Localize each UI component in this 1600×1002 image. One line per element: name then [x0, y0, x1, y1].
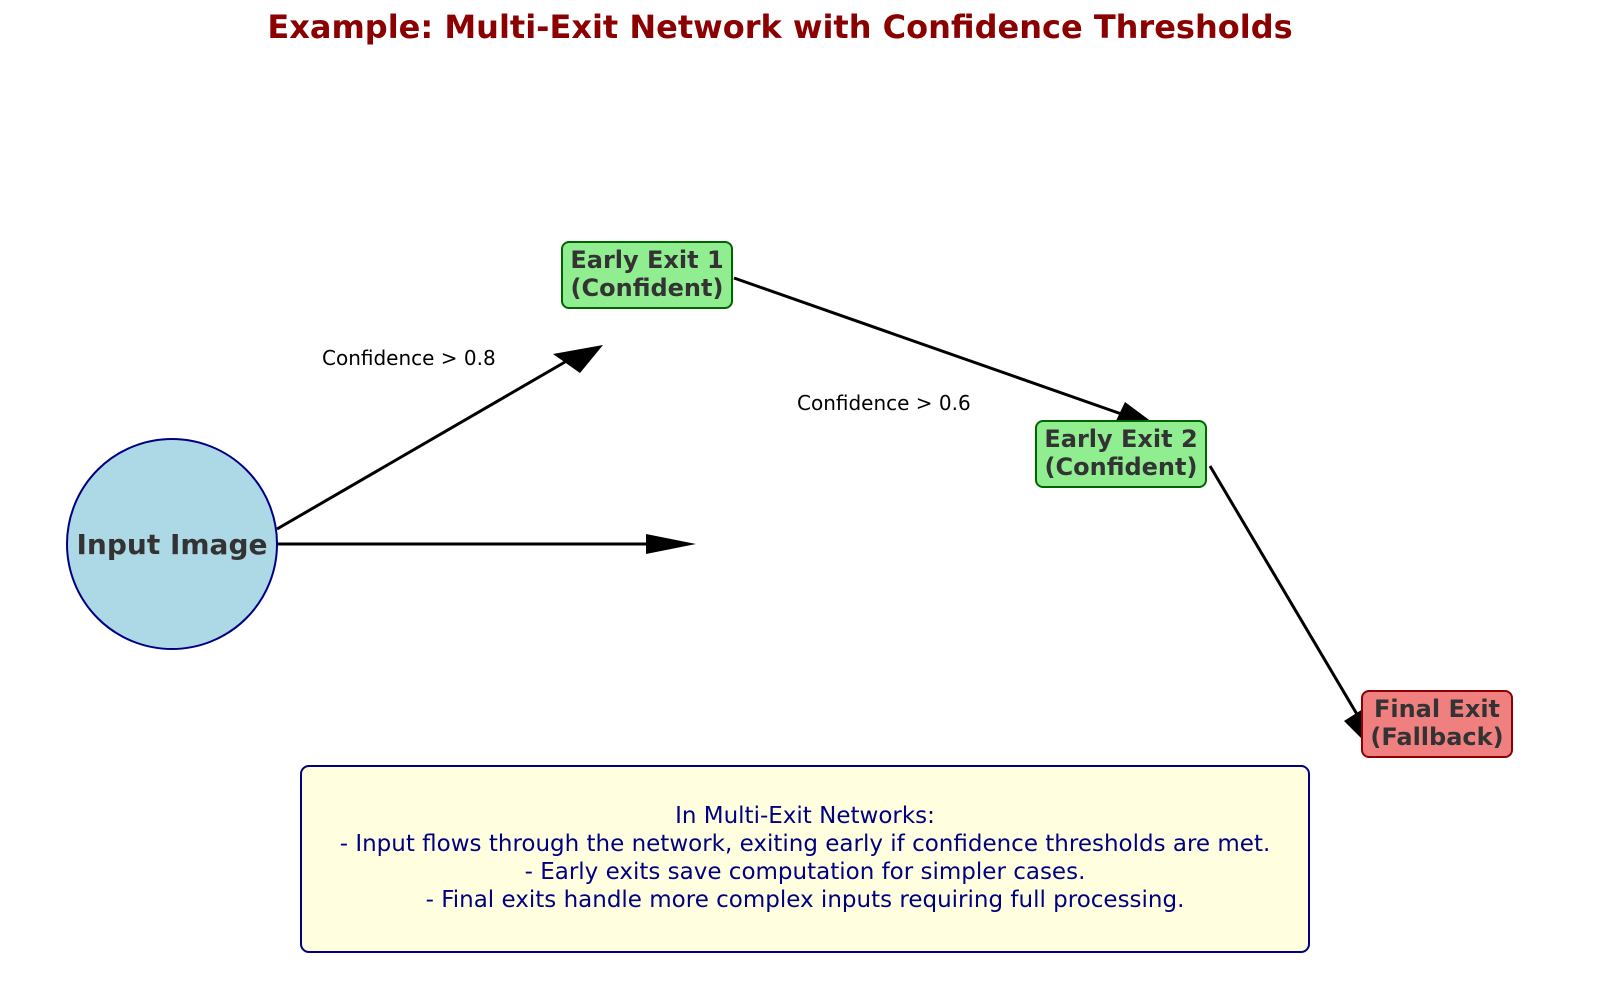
arrow-input-to-exit1-head [553, 345, 603, 373]
arrow-exit2-to-final [1208, 465, 1360, 717]
arrow-exit1-to-exit2 [733, 276, 1131, 419]
diagram-title: Example: Multi-Exit Network with Confide… [267, 8, 1293, 46]
early-exit-1-title: Early Exit 1 [570, 246, 723, 274]
explanation-line-2: - Early exits save computation for simpl… [525, 859, 1086, 885]
explanation-heading: In Multi-Exit Networks: [675, 803, 935, 829]
final-exit-node [1361, 690, 1513, 758]
final-exit-subtitle: (Fallback) [1370, 723, 1503, 751]
edge-label-confidence-0-6: Confidence > 0.6 [797, 391, 971, 415]
explanation-box [300, 765, 1310, 953]
explanation-line-3: - Final exits handle more complex inputs… [426, 887, 1185, 913]
explanation-line-1: - Input flows through the network, exiti… [340, 831, 1271, 857]
final-exit-title: Final Exit [1374, 695, 1500, 723]
early-exit-2-node [1035, 420, 1207, 488]
arrow-input-to-exit1 [276, 360, 566, 531]
early-exit-1-subtitle: (Confident) [571, 274, 724, 302]
early-exit-2-title: Early Exit 2 [1044, 425, 1197, 453]
early-exit-1-node [561, 241, 733, 309]
input-image-label: Input Image [77, 528, 268, 561]
early-exit-2-subtitle: (Confident) [1045, 453, 1198, 481]
arrow-input-to-middle-head [646, 534, 696, 554]
edge-label-confidence-0-8: Confidence > 0.8 [322, 346, 496, 370]
input-image-node [66, 438, 278, 650]
